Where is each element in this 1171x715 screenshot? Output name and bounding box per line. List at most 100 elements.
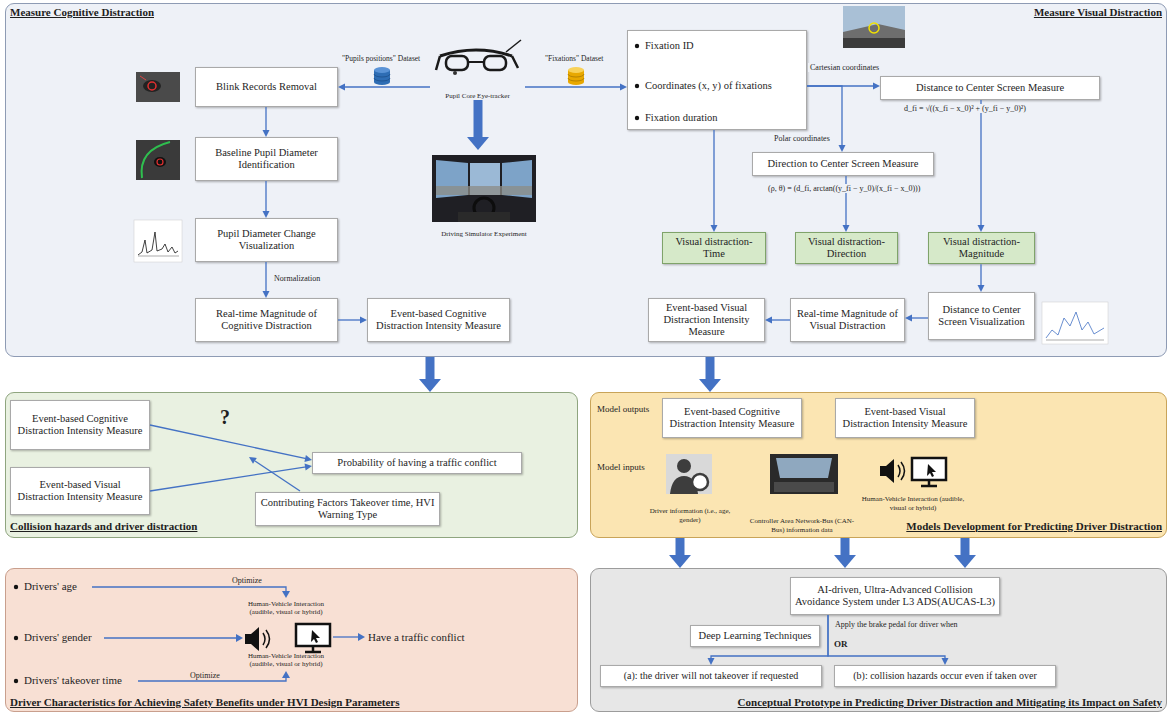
bullet-dot <box>635 116 639 120</box>
arrow-head <box>304 455 312 462</box>
box-text: Event-based Cognitive Distraction Intens… <box>15 413 145 437</box>
can-bus-image <box>774 482 834 492</box>
driver-icon <box>677 459 691 473</box>
figure-caption: Driving Simulator Experiment <box>441 230 527 238</box>
formula: d_fi = √((x_fi − x_0)² + (y_fi − y_0)²) <box>902 104 1028 113</box>
factor-box: Contributing Factors Takeover time, HVI … <box>255 492 440 526</box>
box-text: Event-based Cognitive Distraction Intens… <box>667 406 797 430</box>
process-box: Pupil Diameter Change Visualization <box>195 218 338 262</box>
pupil-chart <box>134 220 182 262</box>
panel: Collision hazards and driver distraction… <box>5 392 578 538</box>
factor-label: Drivers' age <box>24 580 77 593</box>
bullet-dot <box>14 44 639 683</box>
arrow-head <box>954 555 976 568</box>
connector <box>150 425 312 462</box>
arrow-head <box>263 291 270 298</box>
process-box: Event-based Visual Distraction Intensity… <box>648 298 765 342</box>
edge-label: "Fixations" Dataset <box>543 55 605 64</box>
panel-title: Conceptual Prototype in Predicting Drive… <box>640 696 1162 709</box>
connector <box>978 100 985 232</box>
eye-tracker-image <box>506 40 521 52</box>
factor-label: Drivers' gender <box>24 631 92 644</box>
arrow-head <box>263 211 270 218</box>
connector <box>711 130 718 232</box>
arrow-head <box>263 130 270 137</box>
process-box: Real-time Magnitude of Visual Distractio… <box>790 298 905 342</box>
box-text: Probability of having a traffic conflict <box>337 457 496 469</box>
leader-arrow <box>282 671 290 678</box>
box-text: Real-time Magnitude of Cognitive Distrac… <box>200 308 333 332</box>
connector <box>765 317 790 324</box>
output-box: Event-based Visual Distraction Intensity… <box>835 398 975 438</box>
connector <box>263 181 270 218</box>
arrow-head <box>765 317 772 324</box>
screen-capture <box>843 38 905 48</box>
distance-chart <box>1042 302 1108 344</box>
arrow-head <box>467 137 489 150</box>
box-text: Direction to Center Screen Measure <box>767 158 918 170</box>
arrow-head <box>711 225 718 232</box>
leader-arrow <box>236 634 243 642</box>
eye-image <box>136 72 180 102</box>
formula: (ρ, θ) = (d_fi, arctan((y_fi − y_0)/(x_f… <box>766 184 922 193</box>
process-box: Event-based Visual Distraction Intensity… <box>10 467 150 515</box>
bullet-dot <box>635 44 639 48</box>
arrow-head <box>669 555 691 568</box>
box-text: Event-based Visual Distraction Intensity… <box>15 479 145 503</box>
connector <box>980 100 981 226</box>
eye-tracker-image <box>436 56 518 70</box>
box-text: AI-driven, Ultra-Advanced Collision Avoi… <box>795 584 995 608</box>
connector <box>338 319 361 320</box>
edge-label: Polar coordinates <box>772 134 832 143</box>
arrow-head <box>942 658 949 665</box>
leader-arrow <box>92 587 359 681</box>
row-label: Model inputs <box>597 462 645 472</box>
panel: Conceptual Prototype in Predicting Drive… <box>590 568 1167 712</box>
box-text: Visual distraction-Time <box>667 236 761 260</box>
distance-chart <box>1046 312 1104 338</box>
arrow-head <box>978 285 985 292</box>
arrow-label: Optimize <box>232 576 262 585</box>
condition-label: Apply the brake pedal for driver when <box>835 620 958 629</box>
monitor-icon <box>311 630 320 643</box>
monitor-icon <box>927 464 936 477</box>
figure-caption: Driver information (i.e., age, gender) <box>648 507 732 524</box>
arrow-head <box>834 555 856 568</box>
arrow-head <box>305 464 312 471</box>
eye-image <box>148 82 156 90</box>
driving-simulator-image <box>432 155 536 222</box>
arrow-head <box>338 84 345 91</box>
driver-icon <box>692 474 708 490</box>
eye-tracker-image <box>468 61 484 63</box>
arrow-head <box>978 225 985 232</box>
connector <box>525 86 621 87</box>
connector <box>150 464 312 491</box>
connector <box>263 107 270 137</box>
hvi-label: Human-Vehicle Interaction (audible, visu… <box>240 652 332 668</box>
connector <box>978 264 985 292</box>
bullet-dot <box>14 636 18 640</box>
flow-arrow <box>676 538 685 556</box>
process-box: Event-based Cognitive Distraction Intens… <box>10 400 150 450</box>
eye-image <box>154 157 166 167</box>
connector <box>525 84 627 91</box>
box-text: (a): the driver will not takeover if req… <box>624 670 799 682</box>
driver-icon <box>666 454 712 494</box>
can-bus-image <box>776 458 832 478</box>
outcome-box: Probability of having a traffic conflict <box>312 452 522 474</box>
figure-caption: Controller Area Network-Bus (CAN-Bus) in… <box>748 517 856 534</box>
connector <box>905 315 928 322</box>
speaker-icon <box>880 459 905 483</box>
database-icon <box>568 74 584 81</box>
connector <box>338 317 367 324</box>
panel-title: Models Development for Predicting Driver… <box>860 520 1162 533</box>
condition-box: (a): the driver will not takeover if req… <box>600 665 822 687</box>
connector <box>265 181 266 212</box>
arrow-head <box>843 225 850 232</box>
or-label: OR <box>834 639 848 649</box>
monitor-icon <box>921 480 937 486</box>
can-bus-image <box>770 454 838 494</box>
driving-simulator-image <box>436 186 532 195</box>
edge-label: Cartesian coordinates <box>808 63 881 72</box>
database-icon <box>374 67 390 85</box>
